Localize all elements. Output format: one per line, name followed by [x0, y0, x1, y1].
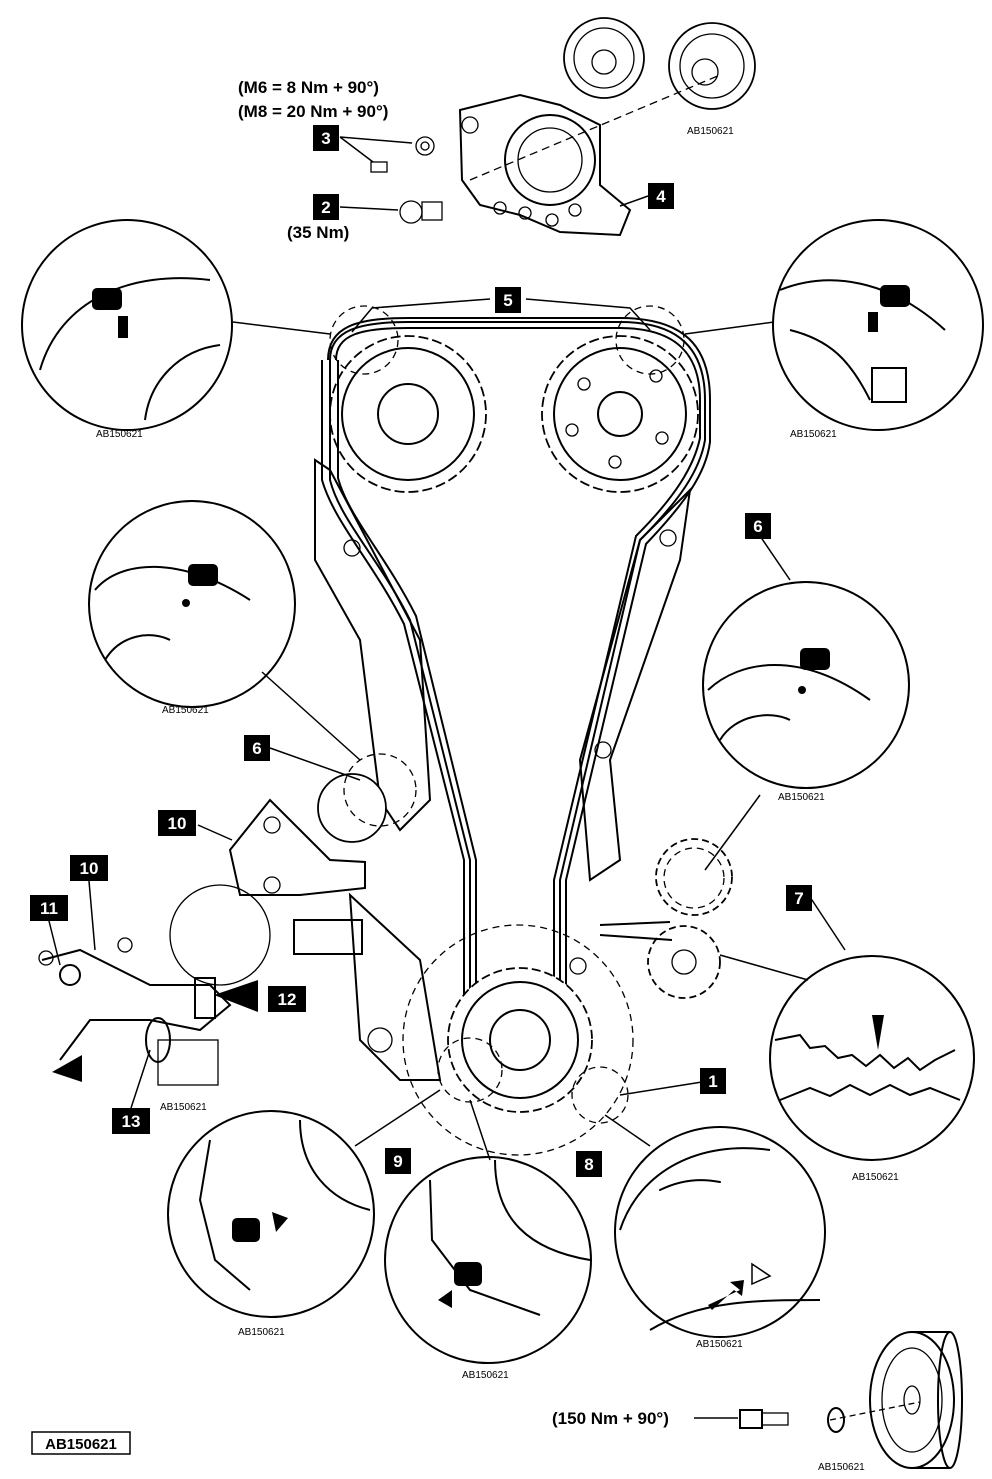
callout-9: 9: [385, 1148, 411, 1174]
callout-2: 2: [313, 194, 339, 220]
torque-m8: (M8 = 20 Nm + 90°): [238, 102, 388, 121]
crank-pulley: AB150621: [694, 1331, 963, 1473]
detail-top-left: AB150621: [21, 219, 233, 440]
svg-text:13: 13: [122, 1112, 141, 1131]
svg-text:9: 9: [393, 1152, 402, 1171]
detail-7-ref: AB150621: [852, 1172, 899, 1183]
detail-top-right: AB150621: [772, 219, 984, 440]
callout-7: 7: [786, 885, 812, 911]
detail-8: AB150621: [384, 1156, 592, 1381]
callout-10-detail: 10: [70, 855, 108, 881]
svg-text:8: 8: [584, 1155, 593, 1174]
detail-8-ref: AB150621: [462, 1370, 509, 1381]
tensioner-ref: AB150621: [160, 1102, 207, 1113]
detail-tensioner: AB150621: [38, 884, 271, 1113]
highlight-crank-1: [571, 1066, 629, 1124]
svg-text:2: 2: [321, 198, 330, 217]
callout-5: 5: [495, 287, 521, 313]
torque-m6: (M6 = 8 Nm + 90°): [238, 78, 379, 97]
detail-9: AB150621: [167, 1110, 375, 1338]
footer-ref-box: AB150621: [31, 1431, 131, 1455]
highlight-idler: [663, 847, 725, 909]
detail-7: AB150621: [769, 955, 975, 1183]
svg-text:1: 1: [708, 1072, 717, 1091]
svg-text:10: 10: [80, 859, 99, 878]
fasteners-2-3: [339, 136, 649, 224]
detail-left: AB150621: [88, 500, 296, 716]
callout-6-right: 6: [745, 513, 771, 539]
camshaft-gears-exploded: AB150621: [469, 17, 756, 181]
svg-text:6: 6: [753, 517, 762, 536]
highlight-left-cam: [329, 305, 399, 375]
tensioner-assembly: [228, 773, 442, 1081]
detail-left-ref: AB150621: [162, 705, 209, 716]
detail-right: AB150621: [702, 581, 910, 803]
torque-bolt-2: (35 Nm): [287, 223, 349, 242]
camshaft-housing: [458, 93, 632, 237]
highlight-tensioner: [343, 753, 417, 827]
detail-9-ref: AB150621: [238, 1327, 285, 1338]
cam-sprocket-right: [541, 335, 699, 493]
svg-text:10: 10: [168, 814, 187, 833]
svg-text:5: 5: [503, 291, 512, 310]
svg-text:12: 12: [278, 990, 297, 1009]
callout-11: 11: [30, 895, 68, 921]
callout-4: 4: [648, 183, 674, 209]
svg-text:4: 4: [656, 187, 666, 206]
idler-sprockets-right: [599, 838, 733, 999]
callout-13: 13: [112, 1108, 150, 1134]
gears-ref: AB150621: [687, 126, 734, 137]
callout-12: 12: [268, 986, 306, 1012]
svg-text:6: 6: [252, 739, 261, 758]
detail-top-right-ref: AB150621: [790, 429, 837, 440]
callout-3: 3: [313, 125, 339, 151]
callout-10-main: 10: [158, 810, 196, 836]
detail-1-ref: AB150621: [696, 1339, 743, 1350]
callout-1: 1: [700, 1068, 726, 1094]
pulley-ref: AB150621: [818, 1462, 865, 1473]
highlight-right-cam: [615, 305, 685, 375]
callout-6-left: 6: [244, 735, 270, 761]
svg-text:AB150621: AB150621: [45, 1436, 117, 1453]
detail-top-left-ref: AB150621: [96, 429, 143, 440]
detail-1: AB150621: [614, 1126, 826, 1350]
svg-text:11: 11: [40, 899, 58, 918]
callout-8: 8: [576, 1151, 602, 1177]
svg-text:3: 3: [321, 129, 330, 148]
detail-leaders: [197, 298, 846, 1161]
cam-sprocket-left: [329, 335, 487, 493]
svg-text:7: 7: [794, 889, 803, 908]
chain-guides: [314, 458, 692, 975]
torque-crank-bolt: (150 Nm + 90°): [552, 1409, 669, 1428]
detail-right-ref: AB150621: [778, 792, 825, 803]
tensioner-callout-leaders: [48, 880, 151, 1109]
crank-sprocket: [402, 924, 634, 1156]
